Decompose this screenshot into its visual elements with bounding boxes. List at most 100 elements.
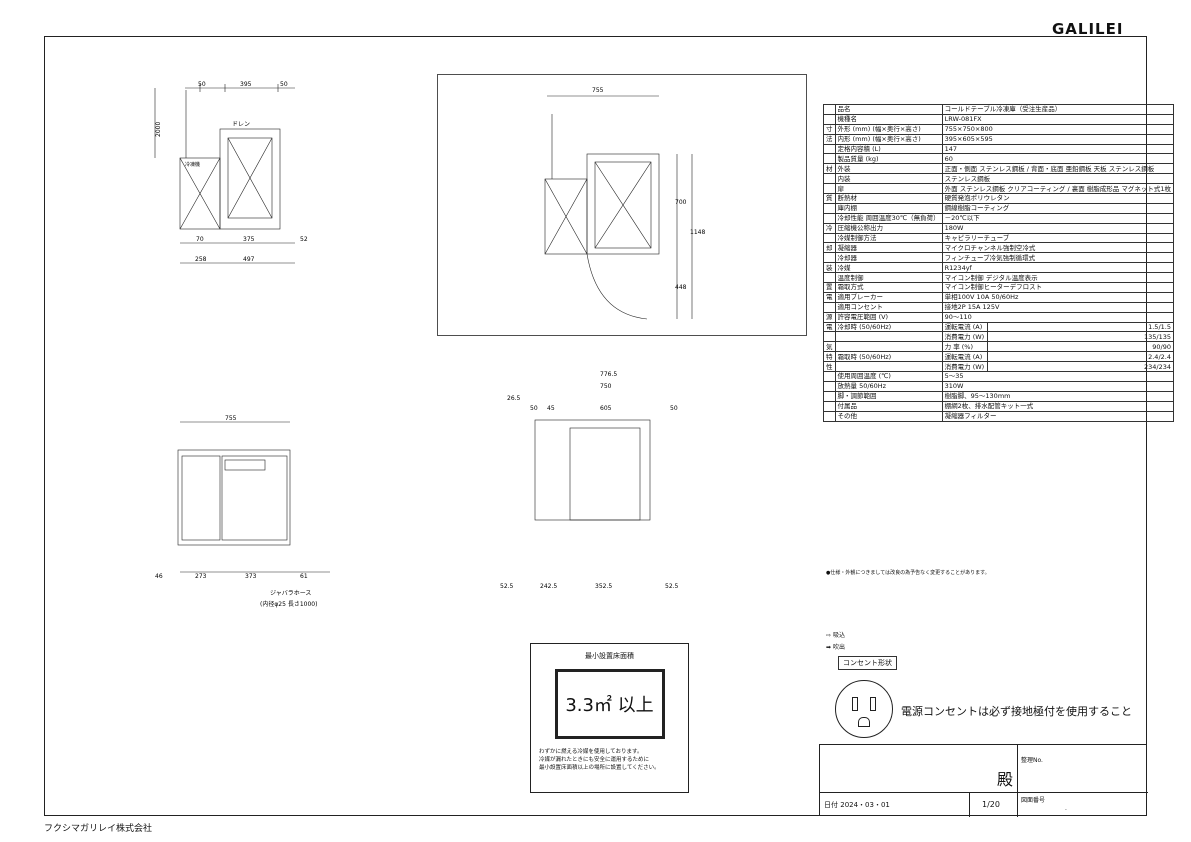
- company-name: フクシマガリレイ株式会社: [44, 824, 153, 834]
- spec-label: 外形 (mm) (幅×奥行×高さ): [834, 123, 943, 135]
- spec-group: 法: [823, 133, 836, 145]
- spec-label: 圧縮機公称出力: [834, 222, 943, 234]
- side2-r1: 26.5: [507, 395, 521, 402]
- spec-label: 定格内容積 (L): [834, 143, 943, 155]
- drawing-frame: [44, 36, 1147, 816]
- spec-row: 置霜取方式マイコン制御ヒーターデフロスト: [823, 282, 1174, 293]
- spec-row: 材外装正面・側面 ステンレス鋼板 / 背面・底面 亜鉛鋼板 天板 ステンレス鋼板: [823, 163, 1174, 175]
- spec-label: [834, 361, 943, 373]
- min-area-box: 最小設置床面積 3.3㎡ 以上 わずかに燃える冷媒を使用しております。 冷媒が漏…: [530, 643, 689, 793]
- consent-label: コンセント形状: [838, 656, 897, 670]
- hose-label: ジャバラホース: [270, 590, 311, 597]
- date-cell: 日付 2024・03・01: [820, 792, 970, 817]
- spec-value: 外面 ステンレス鋼板 クリアコーティング / 裏面 樹脂成形品 マグネット式1枚: [941, 183, 1174, 195]
- spec-label: 適用コンセント: [834, 301, 943, 313]
- brand-logo: GALILEI: [1052, 20, 1124, 38]
- side-dim-1: 50: [198, 81, 206, 88]
- spec-label: 冷媒制御方法: [834, 232, 943, 244]
- spec-group: [823, 104, 836, 115]
- spec-row: 製品質量 (kg)60: [823, 153, 1174, 165]
- ref-no-label: 整理No.: [1021, 757, 1043, 764]
- plan-width: 755: [592, 87, 604, 94]
- spec-group: 性: [823, 361, 836, 373]
- spec-group: 源: [823, 311, 836, 323]
- spec-value: 鋼線樹脂コーティング: [941, 202, 1174, 214]
- spec-label: 内形 (mm) (幅×奥行×高さ): [834, 133, 943, 145]
- spec-value: コールドテーブル冷凍庫（受注生産品）: [941, 104, 1174, 115]
- plan-view-drawing: 755 700 1148 448: [437, 74, 807, 336]
- spec-value: 234/234: [986, 361, 1174, 373]
- spec-value: キャピラリーチューブ: [941, 232, 1174, 244]
- spec-group: [823, 153, 836, 165]
- side-view-drawing: 50 395 50 2000 ドレン 冷凍機 70 375 52 258 497: [154, 81, 308, 264]
- spec-value: 2.4/2.4: [986, 351, 1174, 363]
- spec-value: LRW-081FX: [941, 113, 1174, 125]
- spec-row: 扉外面 ステンレス鋼板 クリアコーティング / 裏面 樹脂成形品 マグネット式1…: [823, 183, 1174, 195]
- spec-group: [823, 252, 836, 264]
- spec-label: [834, 331, 943, 343]
- spec-label: 放熱量 50/60Hz: [834, 380, 943, 392]
- spec-label: 冷媒: [834, 262, 943, 274]
- spec-value: 147: [941, 143, 1174, 155]
- spec-group: 寸: [823, 123, 836, 135]
- spec-value: フィンチューブ冷気強制循環式: [941, 252, 1174, 264]
- side2-bottom1: 52.5: [500, 583, 514, 590]
- side2-r5: 50: [670, 405, 678, 412]
- spec-group: [823, 390, 836, 402]
- spec-value: 90/90: [986, 341, 1174, 353]
- spec-value: 135/135: [986, 331, 1174, 343]
- front-b2: 273: [195, 573, 207, 580]
- spec-group: 置: [823, 282, 836, 293]
- spec-group: [823, 173, 836, 185]
- spec-group: 電: [823, 321, 836, 333]
- spec-value: 5〜35: [941, 371, 1174, 382]
- spec-value: マイクロチャンネル強制空冷式: [941, 242, 1174, 254]
- spec-group: [823, 272, 836, 284]
- spec-group: [823, 143, 836, 155]
- side-b2-1: 258: [195, 256, 207, 263]
- spec-label: 断熱材: [834, 193, 943, 204]
- spec-row: 寸外形 (mm) (幅×奥行×高さ)755×750×800: [823, 123, 1174, 135]
- spec-label: 温度制御: [834, 272, 943, 284]
- spec-value: 1.5/1.5: [986, 321, 1174, 333]
- spec-group: [823, 380, 836, 392]
- spec-group: 気: [823, 341, 836, 353]
- spec-row: 却凝縮器マイクロチャンネル強制空冷式: [823, 242, 1174, 254]
- spec-label: 脚・調節範囲: [834, 390, 943, 402]
- drawing-no-label: 図面番号: [1021, 797, 1046, 804]
- spec-value: 395×605×595: [941, 133, 1174, 145]
- spec-value: マイコン制御 デジタル温度表示: [941, 272, 1174, 284]
- spec-change-note: ●仕様・外観につきましては改良の為予告なく変更することがあります。: [826, 570, 990, 576]
- spec-row: 冷却器フィンチューブ冷気強制循環式: [823, 252, 1174, 264]
- spec-value: 90〜110: [941, 311, 1174, 323]
- front-b1: 46: [155, 573, 163, 580]
- legend-in: ⇨ 吸込: [826, 630, 845, 639]
- page-cell: 1/20: [965, 792, 1018, 817]
- spec-value: 硬質発泡ポリウレタン: [941, 193, 1174, 204]
- min-area-caption1: わずかに燃える冷媒を使用しております。: [539, 749, 643, 755]
- spec-row: 電適用ブレーカー単相100V 10A 50/60Hz: [823, 291, 1174, 303]
- spec-label: 霜取時 (50/60Hz): [834, 351, 943, 363]
- spec-row: 法内形 (mm) (幅×奥行×高さ)395×605×595: [823, 133, 1174, 145]
- spec-value: 接地2P 15A 125V: [941, 301, 1174, 313]
- spec-value: 単相100V 10A 50/60Hz: [941, 291, 1174, 303]
- spec-group: [823, 183, 836, 195]
- legend-in-label: 吸込: [832, 632, 845, 639]
- spec-sub: 消費電力 (W): [941, 331, 988, 343]
- ref-no-cell: 整理No.: [1017, 745, 1148, 793]
- spec-label: 内装: [834, 173, 943, 185]
- spec-row: 特霜取時 (50/60Hz)運転電流 (A)2.4/2.4: [823, 351, 1174, 363]
- spec-row: 消費電力 (W)135/135: [823, 331, 1174, 343]
- side2-r3: 45: [547, 405, 555, 412]
- spec-label: 冷却時 (50/60Hz): [834, 321, 943, 333]
- spec-row: 付属品棚網2枚、排水配管キット一式: [823, 400, 1174, 412]
- spec-label: 冷却器: [834, 252, 943, 264]
- spec-group: 冷: [823, 222, 836, 234]
- spec-group: [823, 202, 836, 214]
- spec-row: 冷媒制御方法キャピラリーチューブ: [823, 232, 1174, 244]
- spec-label: 凝縮器: [834, 242, 943, 254]
- spec-group: [823, 232, 836, 244]
